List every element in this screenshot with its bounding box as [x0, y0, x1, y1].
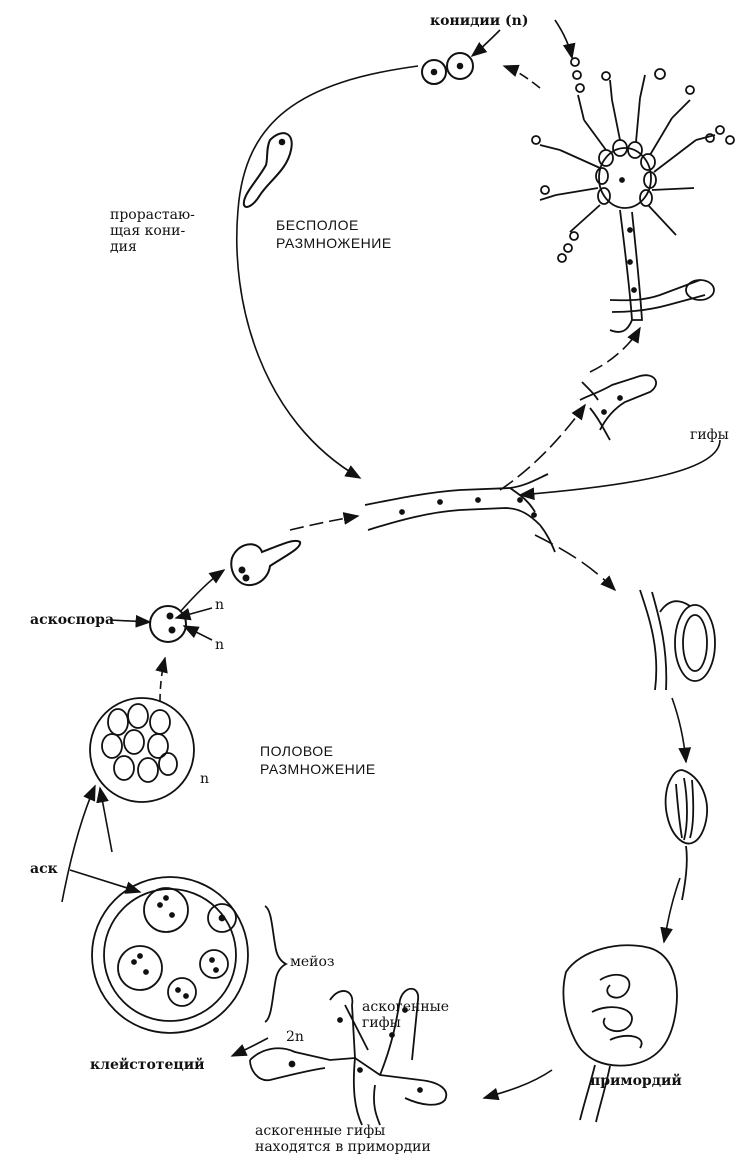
arrow-mycelium-top: [504, 66, 540, 88]
ascospore: [150, 606, 186, 642]
young-fruiting-body: [666, 770, 707, 900]
ascogonium-coil: [640, 590, 715, 690]
arrow-young-to-primordium: [664, 878, 680, 942]
arrow-cleisto-to-ascus1: [100, 788, 112, 852]
primordium: [563, 945, 677, 1122]
sexual-title-line2: РАЗМНОЖЕНИЕ: [260, 762, 376, 777]
asexual-cycle-right-arc: [590, 328, 640, 372]
arrow-ascus-to-ascospore: [160, 658, 165, 702]
label-germinating-3: дия: [110, 240, 137, 255]
arrow-to-cleistothecium: [232, 1038, 268, 1056]
cleistothecium: [92, 877, 248, 1033]
arrow-n-bottom: [184, 626, 212, 640]
germinating-conidium: [244, 133, 292, 207]
label-germinating-1: прорастаю-: [110, 208, 195, 223]
label-n-top: n: [215, 598, 224, 613]
arrow-conidia-chain: [555, 20, 572, 58]
ascus-with-ascospores: [90, 698, 194, 802]
label-meiosis: мейоз: [290, 955, 335, 970]
label-bottom-1: аскогенные гифы: [255, 1124, 385, 1139]
label-ascus: аск: [30, 862, 58, 877]
label-hyphae: гифы: [690, 428, 729, 443]
label-primordium: примордий: [590, 1074, 682, 1089]
arrow-to-coil: [535, 535, 615, 590]
hyphae-branch: [580, 375, 656, 440]
label-bottom-2: находятся в примордии: [255, 1140, 431, 1155]
asexual-cycle-left-arc: [237, 66, 418, 478]
central-hyphae: [365, 474, 555, 552]
label-n-bottom: n: [215, 638, 224, 653]
arrow-hyphae-pointer: [520, 440, 720, 495]
conidiophore: [532, 58, 734, 332]
meiosis-brace: [265, 906, 286, 1022]
label-ascogenous-2: гифы: [362, 1016, 401, 1031]
label-ascogenous-1: аскогенные: [362, 1000, 449, 1015]
arrow-conidia-label: [472, 30, 500, 56]
arrow-primordium-to-ascogenous: [484, 1070, 552, 1098]
asexual-title-line1: БЕСПОЛОЕ: [276, 218, 359, 233]
arrow-germ-to-hyphae: [290, 516, 358, 530]
label-cleistothecium: клейстотеций: [90, 1058, 205, 1073]
label-n-ascus: n: [200, 772, 209, 787]
sexual-title-line1: ПОЛОВОЕ: [260, 744, 333, 759]
conidia-pair: [422, 53, 473, 84]
arrow-ascospore-label: [110, 620, 150, 622]
label-ascospore: аскоспора: [30, 613, 114, 628]
arrow-cleisto-to-ascus2: [62, 786, 95, 902]
label-2n: 2n: [286, 1030, 304, 1045]
asexual-title-line2: РАЗМНОЖЕНИЕ: [276, 236, 392, 251]
germinating-ascospore: [231, 541, 300, 585]
label-conidia: конидии (n): [430, 14, 528, 29]
arrow-coil-to-young: [672, 698, 686, 762]
label-germinating-2: щая кони-: [110, 224, 185, 239]
